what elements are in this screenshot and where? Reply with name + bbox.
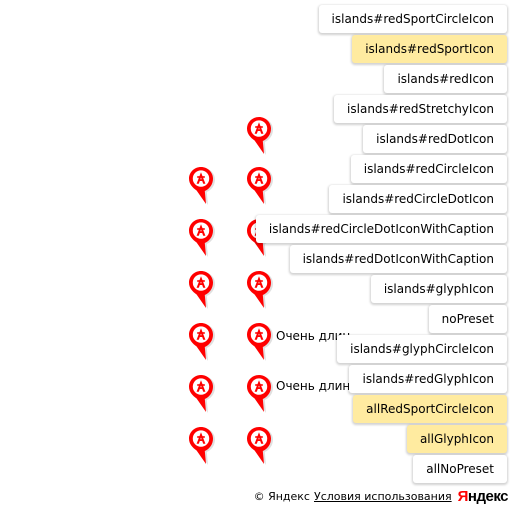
preset-button-10[interactable]: noPreset — [428, 305, 507, 333]
preset-button-14[interactable]: allGlyphIcon — [406, 425, 507, 453]
sport-marker-icon[interactable] — [188, 374, 218, 414]
sport-marker-icon[interactable] — [188, 322, 218, 362]
copyrights-bar: © Яндекс Условия использования Яндекс — [253, 487, 509, 505]
preset-button-11[interactable]: islands#glyphCircleIcon — [337, 335, 507, 363]
yandex-logo[interactable]: Яндекс — [457, 487, 509, 505]
preset-button-6[interactable]: islands#redCircleDotIcon — [329, 185, 507, 213]
terms-of-use-link[interactable]: Условия использования — [313, 489, 452, 503]
sport-marker-icon[interactable] — [188, 218, 218, 258]
sport-marker-icon[interactable] — [246, 426, 276, 466]
copyright-text: © Яндекс — [253, 489, 310, 503]
sport-marker-icon[interactable] — [246, 116, 276, 156]
sport-marker-icon[interactable] — [188, 166, 218, 206]
preset-button-5[interactable]: islands#redCircleIcon — [350, 155, 507, 183]
preset-button-13[interactable]: allRedSportCircleIcon — [353, 395, 507, 423]
preset-button-0[interactable]: islands#redSportCircleIcon — [318, 5, 507, 33]
sport-marker-icon[interactable] — [246, 374, 276, 414]
sport-marker-icon[interactable] — [188, 270, 218, 310]
placemark-caption: Очень длинный, но невероятно интересный … — [276, 379, 356, 393]
preset-button-4[interactable]: islands#redDotIcon — [363, 125, 507, 153]
preset-button-3[interactable]: islands#redStretchyIcon — [334, 95, 507, 123]
preset-button-2[interactable]: islands#redIcon — [384, 65, 507, 93]
sport-marker-icon[interactable] — [246, 166, 276, 206]
placemark-caption: Очень длинный, но невероятно интересный … — [276, 329, 351, 343]
preset-button-12[interactable]: islands#redGlyphIcon — [349, 365, 507, 393]
preset-button-9[interactable]: islands#glyphIcon — [370, 275, 507, 303]
preset-button-7[interactable]: islands#redCircleDotIconWithCaption — [255, 215, 507, 243]
preset-button-8[interactable]: islands#redDotIconWithCaption — [289, 245, 507, 273]
sport-marker-icon[interactable] — [246, 270, 276, 310]
preset-button-1[interactable]: islands#redSportIcon — [352, 35, 507, 63]
preset-button-15[interactable]: allNoPreset — [413, 455, 507, 483]
sport-marker-icon[interactable] — [188, 426, 218, 466]
yandex-logo-first-letter: Я — [457, 487, 469, 505]
sport-marker-icon[interactable] — [246, 322, 276, 362]
yandex-logo-rest: ндекс — [467, 487, 509, 505]
